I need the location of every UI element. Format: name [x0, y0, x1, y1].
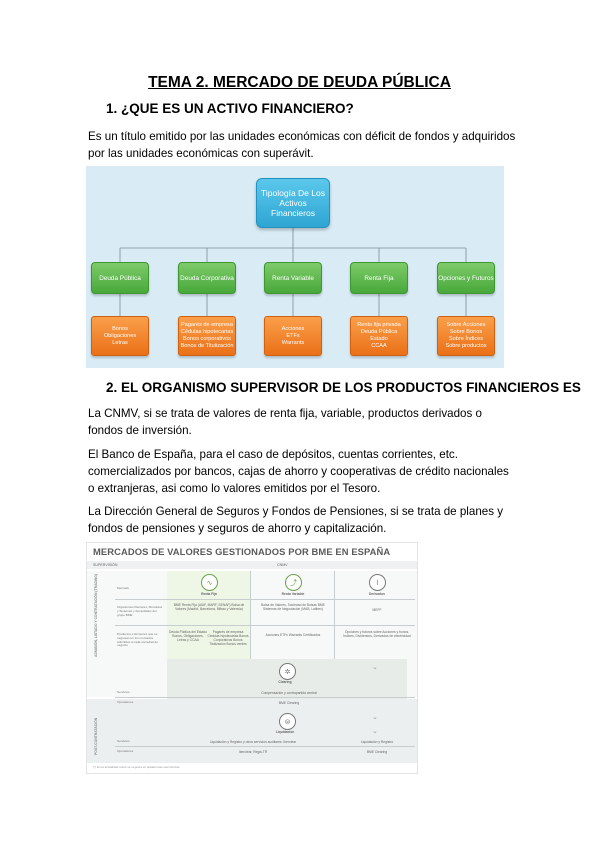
category-renta-variable: Renta Variable	[264, 262, 322, 294]
row-label-servicios-liquidacion: Servicios	[117, 739, 130, 743]
productos-renta-fija-publica: Deuda Pública del Estado Bonos, Obligaci…	[169, 630, 207, 642]
renta-fija-icon: ∿	[201, 574, 218, 591]
section-1-paragraph: Es un título emitido por las unidades ec…	[88, 130, 516, 160]
leaf-renta-variable: Acciones ETFs Warrants	[264, 316, 322, 356]
bme-markets-figure: MERCADOS DE VALORES GESTIONADOS POR BME …	[86, 542, 418, 774]
row-divider	[115, 746, 415, 747]
leaf-item: Estado	[370, 336, 388, 342]
leaf-item: Sobre Índices	[448, 336, 484, 342]
section-2-paragraph-banco-espana: El Banco de España, para el caso de depó…	[88, 448, 509, 495]
row-label-productos: Productos e Emisores que se negocian en …	[117, 632, 158, 648]
leaf-item: Pagarés de empresa	[181, 322, 233, 328]
organismo-derivados: MEFF	[372, 608, 382, 612]
leaf-item: Bonos corporativos	[183, 336, 231, 342]
clearing-service: Compensación y contrapartida central	[261, 691, 317, 695]
leaf-renta-fija: Renta fija privada Deuda Pública Estado …	[350, 316, 408, 356]
row-divider	[115, 599, 415, 600]
document-title: TEMA 2. MERCADO DE DEUDA PÚBLICA	[148, 74, 451, 91]
market-renta-variable: Renta Variable	[281, 592, 305, 596]
leaf-item: Obligaciones	[103, 332, 137, 339]
bme-title: MERCADOS DE VALORES GESTIONADOS POR BME …	[93, 546, 391, 557]
leaf-item: Deuda Pública	[360, 329, 398, 335]
chevron-down-icon: ⌄	[372, 714, 378, 721]
leaf-item: Warrants	[281, 339, 305, 346]
liquidacion-label: Liquidación	[275, 730, 295, 734]
leaf-deuda-corporativa: Pagarés de empresa Cédulas hipotecarias …	[178, 316, 236, 356]
row-label-operadores-liquidacion: Operadores	[117, 749, 134, 753]
leaf-item: Letras	[112, 339, 128, 346]
derivados-icon: ⌇	[369, 574, 386, 591]
liquidacion-operator: Iberclear, Regis-TR	[238, 750, 268, 754]
category-renta-fija: Renta Fija	[350, 262, 408, 294]
section-1-heading: 1. ¿QUE ES UN ACTIVO FINANCIERO?	[106, 101, 354, 116]
row-label-servicios-clearing: Servicios	[117, 690, 130, 694]
renta-variable-icon: ⤴	[285, 574, 302, 591]
supervisor-cnmv: CNMV	[277, 563, 288, 567]
leaf-item: Sobre Acciones	[446, 322, 486, 328]
column-divider	[250, 571, 251, 697]
post-trading-band	[87, 699, 417, 763]
chevron-down-icon: ⌄	[372, 728, 378, 735]
liquidacion-service-derivados: Liquidación y Registro	[360, 740, 394, 744]
chevron-down-icon: ⌄	[372, 664, 378, 671]
leaf-item: Bonos	[112, 325, 128, 332]
organismo-renta-variable: Bolsa de Valores, Sociedad de Bolsas BME…	[261, 603, 325, 611]
bme-footnote: (*) En la actualidad todos se negocia en…	[93, 765, 181, 769]
typology-diagram: Tipología De Los Activos Financieros Deu…	[86, 166, 504, 368]
productos-renta-fija-privada: Pagarés de empresa Cédulas hipotecarias …	[207, 630, 249, 646]
category-deuda-corporativa: Deuda Corporativa	[178, 262, 236, 294]
market-derivados: Derivados	[369, 592, 385, 596]
row-label-organismos: Organismos Rectores, Mercados y Sistemas…	[117, 605, 163, 617]
column-divider	[334, 571, 335, 697]
section-2-paragraph-dgsfp: La Dirección General de Seguros y Fondos…	[88, 505, 504, 535]
market-renta-fija: Renta Fija	[201, 592, 217, 596]
leaf-item: ETFs	[286, 332, 300, 339]
clearing-operator: BME Clearing	[278, 701, 300, 705]
leaf-item: CCAA	[371, 343, 387, 349]
side-label-post-trading: POST-CONTRATACIÓN	[94, 717, 98, 755]
row-label-operadores-clearing: Operadores	[117, 700, 134, 704]
leaf-opciones-futuros: Sobre Acciones Sobre Bonos Sobre Índices…	[437, 316, 495, 356]
organismo-renta-fija: BME Renta Fija (AIAF, MARF, SENAF) Bolsa…	[173, 603, 245, 611]
section-2-paragraph-cnmv: La CNMV, si se trata de valores de renta…	[88, 407, 482, 437]
row-divider	[115, 625, 415, 626]
supervision-label: SUPERVISIÓN	[93, 563, 118, 567]
category-opciones-futuros: Opciones y Futuros	[437, 262, 495, 294]
liquidacion-service: Liquidación y Registro y otros servicios…	[209, 740, 297, 744]
clearing-label: Clearing	[278, 680, 292, 684]
leaf-item: Renta fija privada	[357, 322, 401, 328]
clearing-icon: ✲	[279, 663, 296, 680]
leaf-item: Sobre Bonos	[449, 329, 483, 335]
typology-connectors	[119, 228, 467, 316]
liquidacion-operator-derivados: BME Clearing	[366, 750, 388, 754]
leaf-deuda-publica: Bonos Obligaciones Letras	[91, 316, 149, 356]
section-2-heading: 2. EL ORGANISMO SUPERVISOR DE LOS PRODUC…	[106, 380, 581, 395]
leaf-item: Acciones	[281, 325, 305, 332]
side-label-trading: ADMISIÓN, LISTADO Y CONTRATACIÓN (TRADIN…	[94, 573, 98, 657]
row-divider	[115, 697, 415, 698]
productos-renta-variable: Acciones ETFs Warrants Certificados	[265, 633, 321, 637]
supervision-band	[87, 561, 417, 569]
productos-derivados: Opciones y futuros sobre Acciones y bono…	[343, 630, 411, 638]
leaf-item: Cédulas hipotecarias	[180, 329, 234, 335]
typology-root-node: Tipología De Los Activos Financieros	[256, 178, 330, 228]
row-label-mercado: Mercado	[117, 586, 130, 590]
liquidacion-icon: ⊜	[279, 713, 296, 730]
leaf-item: Bonos de Titulización	[180, 343, 234, 349]
leaf-item: Sobre productos	[445, 343, 487, 349]
category-deuda-publica: Deuda Pública	[91, 262, 149, 294]
